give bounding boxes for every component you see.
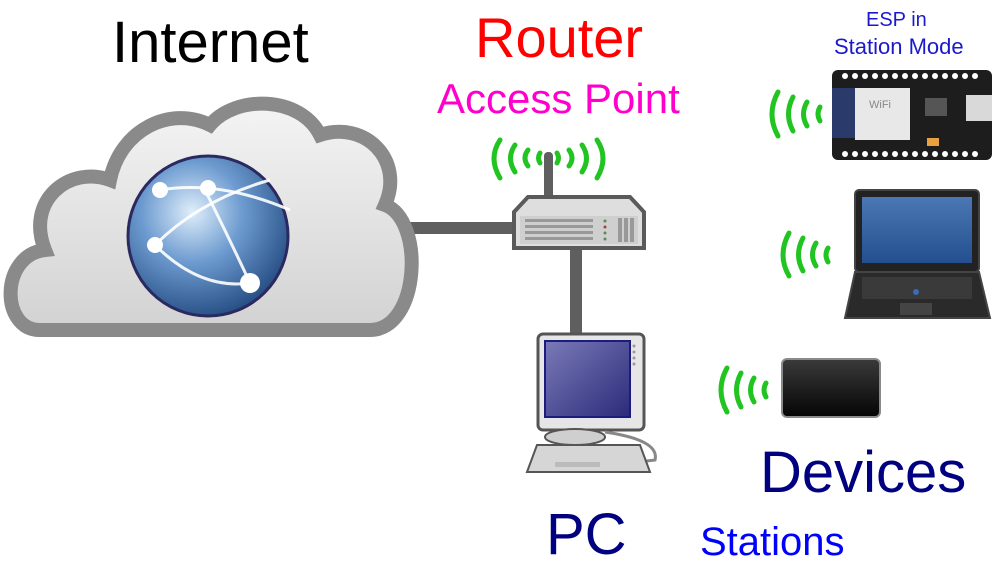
globe-icon (126, 154, 291, 318)
tablet-wifi-waves-icon (718, 365, 769, 415)
esp-wifi-waves-icon (769, 89, 823, 139)
esp-board-icon: WiFi (832, 70, 992, 160)
laptop-icon (843, 189, 992, 319)
cable-router-pc (570, 248, 582, 338)
pc-label: PC (546, 502, 627, 567)
access-point-label: Access Point (437, 75, 680, 122)
router-label: Router (475, 6, 644, 69)
desktop-pc-icon (525, 332, 657, 473)
stations-label: Stations (700, 520, 845, 564)
tablet-icon (781, 358, 881, 418)
esp-label-line1: ESP in (866, 9, 927, 31)
router-wifi-waves-icon (491, 137, 606, 181)
router-icon (512, 152, 646, 250)
internet-label: Internet (112, 10, 309, 75)
esp-label-line2: Station Mode (834, 34, 964, 59)
laptop-wifi-waves-icon (780, 230, 831, 279)
svg-text:WiFi: WiFi (869, 99, 891, 111)
devices-label: Devices (760, 440, 967, 505)
